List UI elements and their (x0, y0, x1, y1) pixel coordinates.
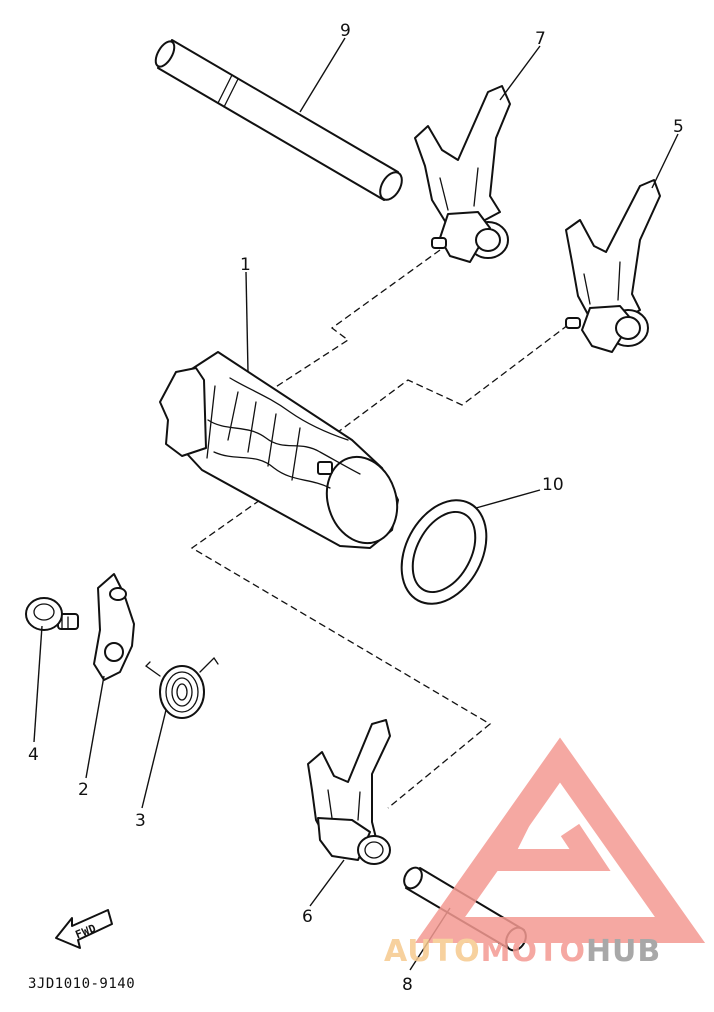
part-2-stopper-lever (93, 573, 135, 681)
drawing-code: 3JD1010-9140 (28, 976, 135, 992)
watermark-text-hub: HUB (586, 934, 661, 969)
part-5-shift-fork (565, 179, 661, 353)
callout-9: 9 (340, 21, 351, 41)
callout-6: 6 (302, 907, 313, 927)
automotohub-watermark: AUTOMOTOHUB (384, 737, 706, 969)
part-3-torsion-spring (144, 656, 219, 719)
part-9-guide-bar (154, 39, 403, 201)
callout-labels: 1 2 3 4 5 6 7 8 9 10 (28, 21, 684, 995)
part-10-washer (400, 499, 488, 605)
callout-4: 4 (28, 745, 39, 765)
part-6-shift-fork (307, 719, 391, 865)
leader-lines (33, 37, 679, 971)
callout-7: 7 (535, 29, 546, 49)
svg-text:AUTOMOTOHUB: AUTOMOTOHUB (384, 934, 661, 969)
callout-5: 5 (673, 117, 684, 137)
part-1-shift-drum (159, 351, 399, 549)
assembly-guide-lines (190, 249, 569, 809)
callout-10: 10 (542, 475, 564, 495)
watermark-logo-g (482, 795, 611, 871)
part-4-bolt (25, 597, 79, 631)
forward-arrow-icon: FWD (55, 909, 113, 949)
callout-2: 2 (78, 780, 89, 800)
callout-1: 1 (240, 255, 251, 275)
callout-3: 3 (135, 811, 146, 831)
watermark-text-auto: AUTO (384, 934, 481, 969)
callout-8: 8 (402, 975, 413, 995)
part-7-shift-fork (414, 85, 511, 263)
watermark-text-moto: MOTO (481, 934, 586, 969)
